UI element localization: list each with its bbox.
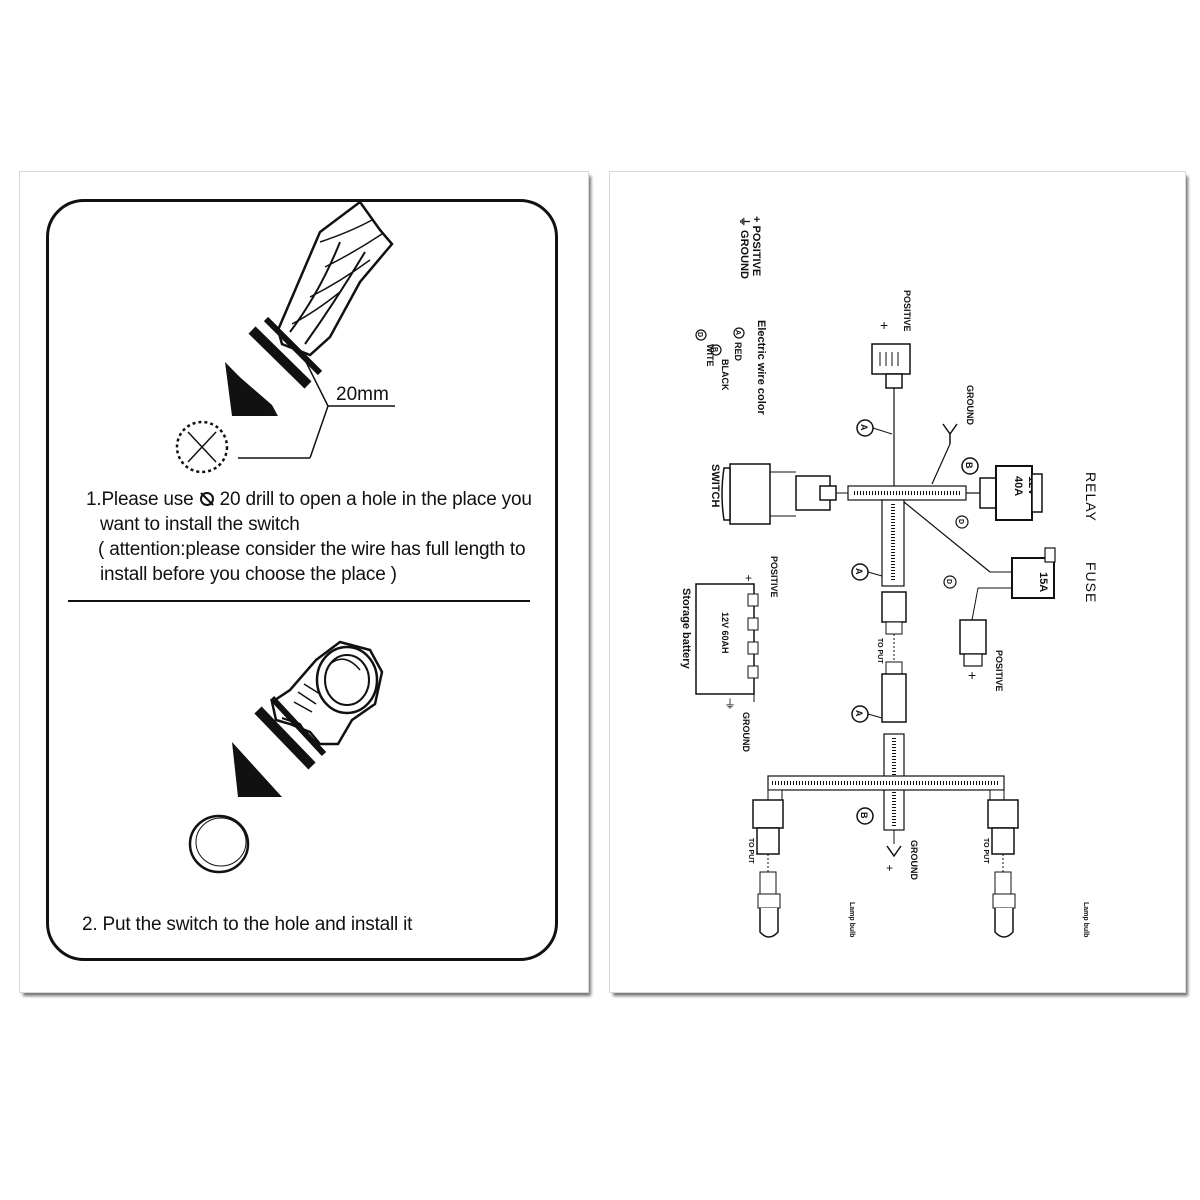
relay-label: RELAY [1083,472,1099,522]
to-put-connector: TO PUT [876,591,907,723]
svg-text:A: A [859,424,869,431]
fuse-label: FUSE [1083,562,1099,603]
legend-positive: + POSITIVE [750,216,762,276]
dimension-callout [238,353,395,459]
svg-text:+: + [880,317,888,333]
legend-marker-a: A [733,327,745,339]
wire-marker-b: B [961,457,979,475]
svg-text:POSITIVE: POSITIVE [994,650,1004,692]
legend-marker-b: B [710,344,722,356]
svg-text:GROUND: GROUND [741,712,751,752]
legend: + POSITIVE ⏚ GROUND Electric wire color … [695,216,767,415]
legend-black: BLACK [720,359,730,391]
ground-symbol: B + GROUND [856,807,919,880]
step-divider [68,600,530,602]
svg-text:Lamp bulb: Lamp bulb [848,902,855,937]
legend-wire-color-title: Electric wire color [755,320,767,415]
svg-text:GROUND: GROUND [965,385,975,425]
svg-text:D: D [696,332,703,337]
svg-text:POSITIVE: POSITIVE [769,556,779,598]
harness-main [847,485,967,501]
step1-line2: want to install the switch [100,514,300,535]
battery-component: POSITIVE + 12V 60AH Storage battery ⏚ GR… [680,556,779,752]
svg-text:A: A [854,710,864,717]
positive-connector-top: POSITIVE + [871,290,912,389]
step2-text: 2. Put the switch to the hole and instal… [82,914,413,935]
svg-text:D: D [957,519,964,524]
rounded-frame [46,199,558,961]
dimension-label: 20mm [336,384,389,405]
svg-text:15A: 15A [1037,572,1049,592]
svg-text:40A: 40A [1012,476,1024,496]
wire-marker-a: A [851,705,883,723]
switch-component: SWITCH [709,463,848,525]
svg-text:TO PUT: TO PUT [747,838,754,864]
ground-symbol: GROUND [931,385,975,485]
wiring-diagram: + POSITIVE ⏚ GROUND Electric wire color … [680,216,1099,938]
hole-target-icon [175,420,229,474]
wire-marker-a: A [851,563,883,581]
svg-text:B: B [711,347,718,352]
svg-text:TO PUT: TO PUT [982,838,989,864]
svg-text:GROUND: GROUND [909,840,919,880]
legend-ground: ⏚ GROUND [738,216,751,279]
wire-marker-d: D [943,575,957,589]
positive-connector-fuse: + POSITIVE [959,619,1004,692]
relay-component: 12V 40A RELAY [966,465,1099,522]
diameter-icon [199,492,214,506]
svg-text:+: + [886,861,893,875]
lamp-bulb-right: TO PUT Lamp bulb [982,799,1089,938]
lamp-bulb-left: TO PUT Lamp bulb [747,799,855,938]
svg-text:+: + [745,571,752,585]
svg-text:Lamp bulb: Lamp bulb [1082,902,1089,937]
wire-marker-d: D [955,515,969,529]
battery-label: Storage battery [680,588,692,670]
down-left-arrow-icon [225,316,323,416]
instruction-sheet-left: 20mm 1.Please use 20 drill to open a hol… [19,171,589,993]
wiring-diagram-sheet: + POSITIVE ⏚ GROUND Electric wire color … [609,171,1186,993]
legend-wite: WITE [705,344,715,367]
step1-line1: 1.Please use 20 drill to open a hole in … [86,489,532,510]
svg-text:TO PUT: TO PUT [876,638,883,664]
svg-text:+: + [968,667,976,683]
svg-text:⏚: ⏚ [724,697,736,711]
drill-bit-icon [276,200,394,357]
legend-marker-d: D [695,329,707,341]
step1-line3: ( attention:please consider the wire has… [98,539,526,560]
svg-text:A: A [734,330,741,335]
legend-red: RED [733,342,743,362]
svg-text:B: B [964,462,974,469]
svg-text:B: B [859,812,869,819]
fuse-component: 15A FUSE [971,547,1099,621]
svg-text:12V 60AH: 12V 60AH [720,612,730,654]
wire-marker-a: A [856,419,893,437]
step1-illustration: 20mm [175,200,395,474]
step1-line4: install before you choose the place ) [100,564,397,585]
switch-label: SWITCH [709,464,721,507]
svg-text:A: A [854,568,864,575]
svg-text:POSITIVE: POSITIVE [902,290,912,332]
svg-text:D: D [945,579,952,584]
